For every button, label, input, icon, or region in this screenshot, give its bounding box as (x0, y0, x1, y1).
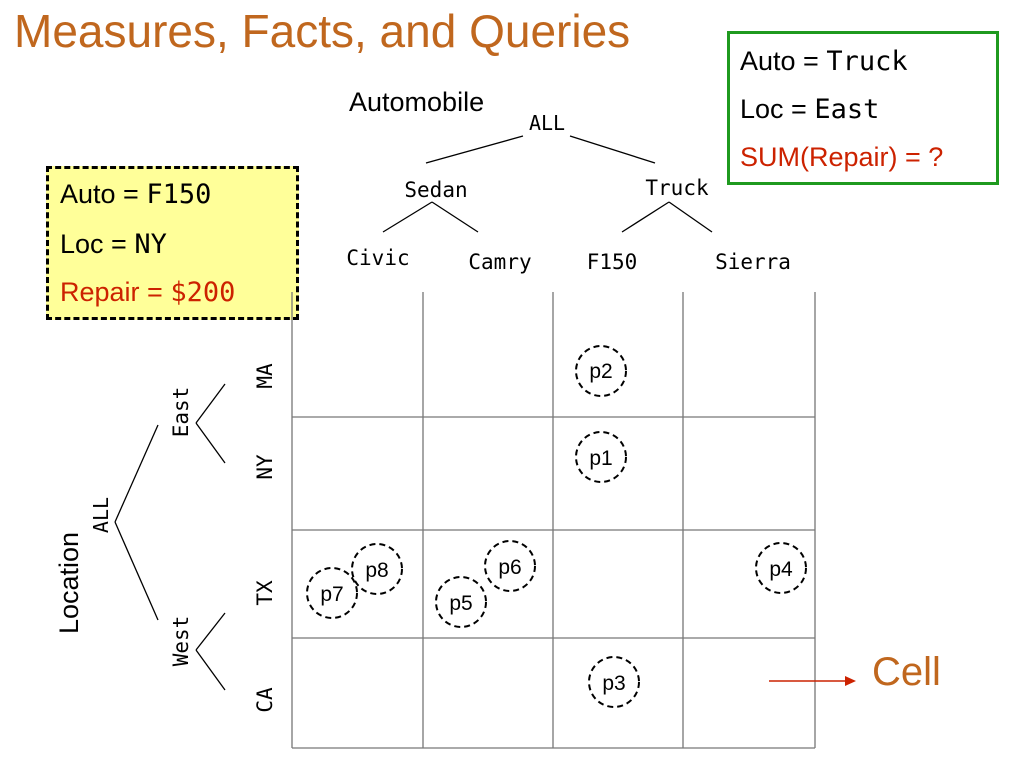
svg-text:p3: p3 (602, 672, 625, 695)
query-auto-label: Auto = (740, 46, 827, 76)
fact-repair-value: $200 (170, 277, 236, 308)
svg-text:p4: p4 (769, 558, 793, 581)
state-tx: TX (253, 580, 277, 606)
automobile-root-label: ALL (529, 111, 565, 135)
state-ca: CA (253, 687, 277, 713)
query-auto-value: Truck (826, 46, 908, 77)
query-box: Auto = Truck Loc = East SUM(Repair) = ? (727, 31, 999, 185)
edge-west-tx (195, 612, 226, 651)
edge-sedan-civic (382, 201, 433, 233)
svg-text:p1: p1 (589, 447, 612, 470)
point-p1: p1 (575, 431, 627, 483)
fact-box: Auto = F150 Loc = NY Repair = $200 (46, 166, 299, 320)
model-sierra: Sierra (715, 250, 791, 274)
edge-east-ma (195, 383, 226, 424)
query-measure: SUM(Repair) = ? (740, 142, 944, 172)
point-p4: p4 (755, 542, 807, 594)
model-civic: Civic (346, 246, 409, 270)
category-sedan: Sedan (404, 178, 467, 202)
location-tree-edges (114, 383, 226, 691)
fact-auto-line: Auto = F150 (60, 179, 211, 210)
cell-arrow (769, 676, 856, 686)
svg-text:p6: p6 (498, 556, 521, 579)
query-loc-line: Loc = East (740, 94, 879, 125)
fact-loc-label: Loc = (60, 229, 135, 259)
fact-repair-label: Repair = (60, 277, 171, 307)
edge-west-ca (195, 649, 226, 691)
edge-all-east (114, 424, 159, 523)
automobile-dimension-label: Automobile (349, 87, 484, 117)
edge-east-ny (195, 422, 226, 464)
location-root-label: ALL (89, 497, 113, 533)
svg-text:p2: p2 (589, 360, 612, 383)
point-p7: p7 (306, 567, 358, 619)
point-p5: p5 (435, 576, 487, 628)
svg-text:p5: p5 (449, 592, 472, 615)
region-west: West (169, 616, 193, 667)
fact-points: p2 p1 p8 p7 p6 p5 p4 p3 (306, 345, 807, 708)
point-p3: p3 (588, 656, 640, 708)
point-p2: p2 (575, 345, 627, 397)
query-auto-line: Auto = Truck (740, 46, 908, 77)
fact-repair-line: Repair = $200 (60, 277, 235, 308)
point-p6: p6 (484, 540, 536, 592)
cell-label: Cell (872, 650, 941, 694)
fact-loc-line: Loc = NY (60, 229, 167, 260)
category-truck: Truck (645, 176, 709, 200)
edge-all-sedan (425, 135, 524, 164)
model-f150: F150 (587, 250, 638, 274)
fact-loc-value: NY (134, 229, 167, 260)
query-loc-value: East (814, 94, 880, 125)
svg-text:p7: p7 (320, 583, 343, 606)
edge-all-west (114, 521, 159, 621)
svg-text:p8: p8 (365, 559, 388, 582)
query-loc-label: Loc = (740, 94, 815, 124)
fact-auto-value: F150 (146, 179, 212, 210)
state-ma: MA (253, 363, 277, 389)
edge-truck-f150 (621, 201, 670, 233)
edge-sedan-camry (431, 201, 479, 233)
model-camry: Camry (468, 250, 531, 274)
slide-title: Measures, Facts, and Queries (14, 5, 631, 57)
state-ny: NY (253, 454, 277, 480)
edge-truck-sierra (668, 201, 713, 233)
point-p8: p8 (351, 543, 403, 595)
edge-all-truck (569, 135, 656, 164)
region-east: East (169, 387, 193, 438)
cell-grid (291, 292, 816, 749)
automobile-tree-edges (382, 135, 713, 233)
location-dimension-label: Location (54, 532, 84, 634)
fact-auto-label: Auto = (60, 179, 147, 209)
